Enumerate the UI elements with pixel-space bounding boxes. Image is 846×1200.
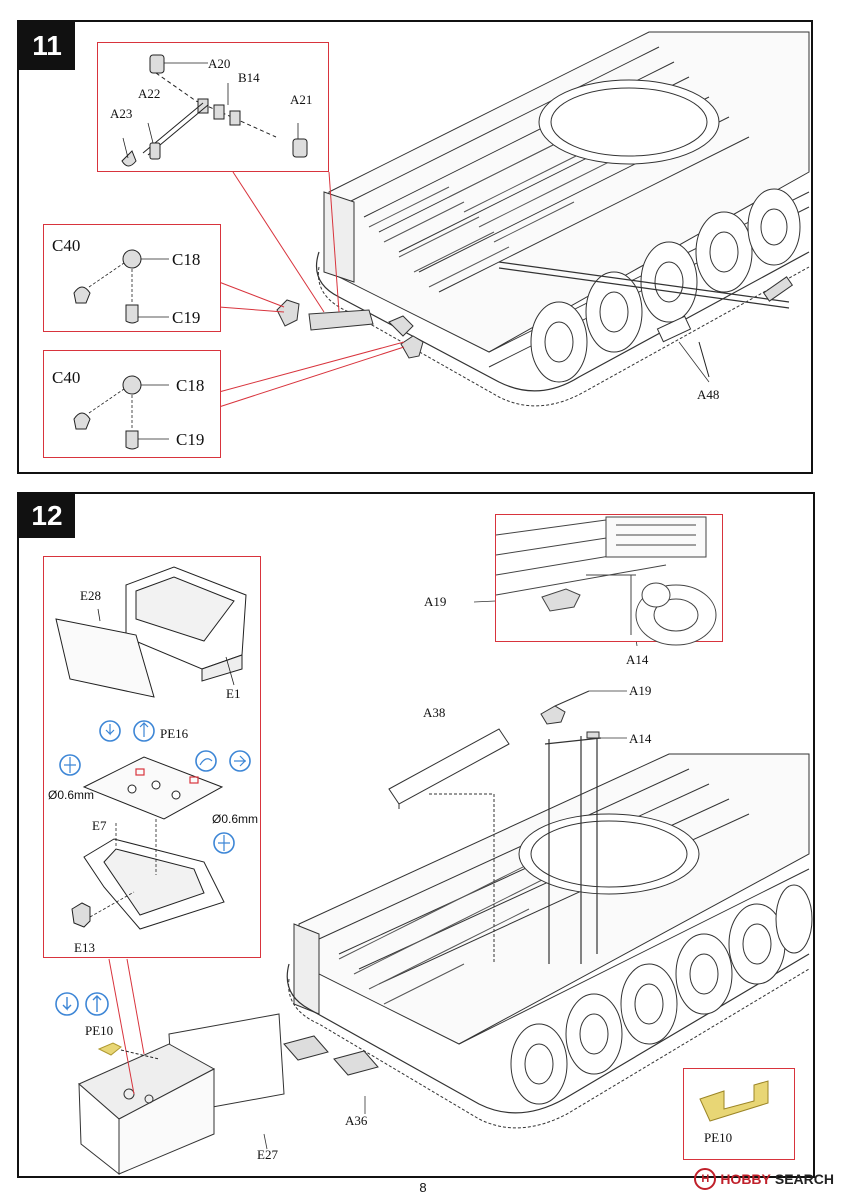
label-e27: E27 <box>257 1147 278 1162</box>
callout-c-parts-top: C40 C18 C19 <box>43 224 221 332</box>
inset-hull-drawing <box>495 516 717 646</box>
label-a22: A22 <box>138 86 161 101</box>
label-a36: A36 <box>345 1113 368 1128</box>
label-e28: E28 <box>80 588 101 603</box>
label-e7: E7 <box>92 818 107 833</box>
tank-hull-drawing-12 <box>78 597 813 1176</box>
label-a19-inset: A19 <box>424 594 447 609</box>
tank-hull-drawing-11 <box>218 31 810 408</box>
label-pe16: PE16 <box>160 726 189 741</box>
label-a23: A23 <box>110 106 133 121</box>
label-c19-top: C19 <box>172 308 201 327</box>
linkage-parts-drawing <box>121 54 308 167</box>
stowage-box-drawing <box>55 566 251 930</box>
c-parts-bottom-drawing <box>73 375 169 450</box>
label-pe10-left: PE10 <box>85 1023 114 1038</box>
label-a19-main: A19 <box>629 683 652 698</box>
label-dia-right: Ø0.6mm <box>212 812 259 826</box>
label-a38: A38 <box>423 705 446 720</box>
label-a48: A48 <box>697 387 720 402</box>
label-pe10-box: PE10 <box>704 1130 733 1145</box>
label-c18-top: C18 <box>172 250 201 269</box>
label-a14-main: A14 <box>629 731 652 746</box>
watermark-brand-a: HOBBY <box>720 1171 771 1187</box>
pe10-etch-part <box>699 1080 769 1122</box>
label-c40-top: C40 <box>52 236 81 255</box>
label-c40-bottom: C40 <box>52 368 81 387</box>
step-number: 12 <box>19 494 75 538</box>
page-number: 8 <box>419 1180 427 1195</box>
label-a20: A20 <box>208 56 231 71</box>
label-c18-bottom: C18 <box>176 376 205 395</box>
callout-pe10: PE10 <box>683 1068 795 1160</box>
step-number: 11 <box>19 22 75 70</box>
label-dia-left: Ø0.6mm <box>48 788 95 802</box>
callout-stowage-box: E28 E1 PE16 Ø0.6mm Ø0.6mm E7 E13 <box>43 556 261 958</box>
pe10-instruction-icons <box>55 992 160 1060</box>
watermark: H HOBBY SEARCH <box>694 1168 834 1190</box>
callout-linkage: A20 B14 A22 A21 A23 <box>97 42 329 172</box>
callout-c-parts-bottom: C40 C18 C19 <box>43 350 221 458</box>
watermark-brand-b: SEARCH <box>774 1171 834 1187</box>
label-a21: A21 <box>290 92 313 107</box>
label-e13: E13 <box>74 940 95 955</box>
c-parts-top-drawing <box>73 249 169 324</box>
step-11-panel: 11 <box>17 20 813 474</box>
callout-a19-a14-inset: A19 A14 <box>424 514 723 666</box>
label-a14-inset: A14 <box>626 652 649 667</box>
label-c19-bottom: C19 <box>176 430 205 449</box>
label-e1: E1 <box>226 686 241 701</box>
label-b14: B14 <box>238 70 260 85</box>
step-12-panel: 12 <box>17 492 815 1178</box>
watermark-badge-icon: H <box>694 1168 717 1190</box>
